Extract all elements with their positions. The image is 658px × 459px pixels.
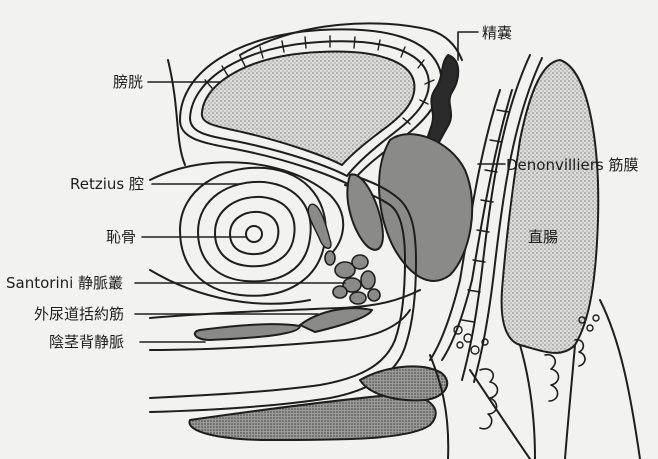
perineal-line-2 [470, 370, 530, 459]
dorsal-vein-band [195, 324, 300, 340]
label-denonvilliers-fascia: Denonvilliers 筋膜 [506, 156, 639, 174]
label-santorini-plexus: Santorini 静脈叢 [6, 274, 123, 292]
pubic-bone-center [246, 226, 262, 242]
anal-canal-line [520, 345, 535, 459]
label-dorsal-penile-vein: 陰茎背静脈 [49, 333, 124, 351]
label-external-urethral-sphincter: 外尿道括約筋 [34, 305, 124, 323]
pubic-bone-ring3 [215, 197, 295, 266]
rectum [502, 60, 599, 353]
anal-canal-line-2 [565, 345, 575, 459]
santorini-plexus [325, 251, 380, 304]
label-bladder: 膀胱 [113, 73, 143, 91]
label-pubic-bone: 恥骨 [106, 228, 136, 246]
sphincter [300, 308, 372, 332]
peritoneum-outer-line [168, 60, 185, 165]
label-rectum: 直腸 [528, 228, 558, 246]
pubic-bone-ring4 [230, 212, 278, 254]
label-seminal-vesicle: 精嚢 [482, 24, 512, 42]
bulb-upper [360, 366, 447, 400]
plexus-strand [308, 204, 331, 248]
lower-right-line [600, 300, 640, 459]
label-retzius-space: Retzius 腔 [70, 175, 144, 193]
pubic-bone-outer [180, 168, 326, 296]
